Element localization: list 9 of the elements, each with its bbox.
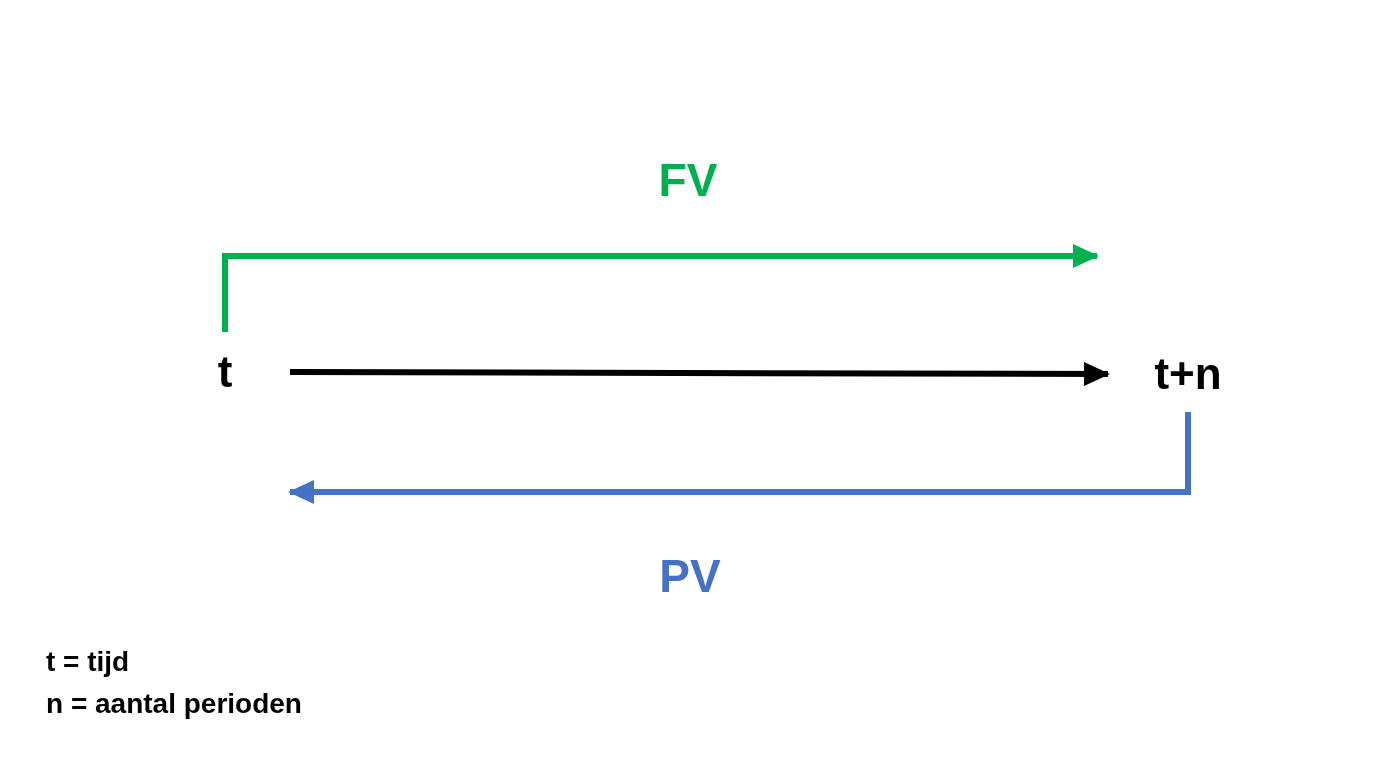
time-label: t xyxy=(217,350,233,394)
legend-note: t = tijd xyxy=(46,645,131,679)
legend-note: n = aantal perioden xyxy=(46,687,302,721)
time-label: t+n xyxy=(1154,352,1222,396)
arrow xyxy=(290,361,1110,386)
edge-label: FV xyxy=(658,157,718,203)
edge-label: PV xyxy=(659,553,721,599)
arrow xyxy=(288,412,1191,504)
arrow xyxy=(222,244,1099,332)
